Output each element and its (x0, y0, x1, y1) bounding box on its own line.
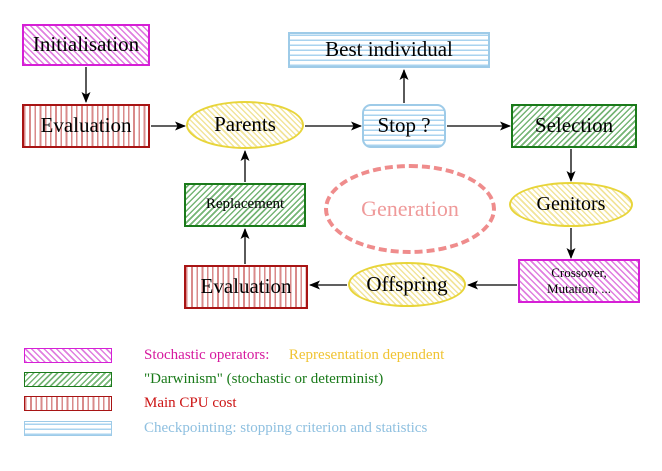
legend-swatch-blue-hatch (24, 420, 112, 436)
node-initialisation-label: Initialisation (32, 32, 140, 57)
legend-label-representation-dependent: Representation dependent (288, 346, 445, 363)
node-evaluation-top-label: Evaluation (40, 113, 132, 138)
legend-row-main-cpu-cost: Main CPU cost (24, 394, 237, 412)
node-genitors: Genitors (509, 182, 633, 227)
node-generation: Generation (324, 164, 496, 254)
legend-label-main-cpu-cost: Main CPU cost (144, 394, 237, 411)
legend-text-stochastic-operators: Stochastic operators: Representation dep… (144, 347, 444, 364)
node-genitors-label: Genitors (536, 193, 606, 216)
node-best-individual-label: Best individual (325, 37, 453, 62)
node-crossover-label-line1: Crossover, (551, 265, 607, 281)
node-crossover-label-line2: Mutation, ... (547, 281, 611, 296)
node-offspring: Offspring (348, 262, 466, 307)
node-initialisation: Initialisation (22, 24, 150, 66)
legend-row-stochastic-operators: Stochastic operators: Representation dep… (24, 346, 444, 364)
legend-swatch-red-hatch (24, 395, 112, 411)
node-crossover-mutation: Crossover, Mutation, ... (518, 259, 640, 303)
node-replacement: Replacement (184, 183, 306, 227)
node-selection-label: Selection (534, 113, 614, 138)
legend-swatch-green-hatch (24, 371, 112, 387)
node-evaluation-bottom-label: Evaluation (200, 274, 292, 299)
legend: Stochastic operators: Representation dep… (0, 340, 662, 471)
node-parents-label: Parents (214, 112, 276, 137)
node-stop-label: Stop ? (377, 113, 431, 138)
node-selection: Selection (511, 104, 637, 148)
node-evaluation-top: Evaluation (22, 104, 150, 148)
legend-swatch-magenta-hatch (24, 347, 112, 363)
node-parents: Parents (186, 101, 304, 149)
legend-label-darwinism: "Darwinism" (stochastic or determinist) (144, 370, 384, 387)
legend-row-checkpointing: Checkpointing: stopping criterion and st… (24, 419, 427, 437)
node-stop: Stop ? (362, 104, 446, 148)
node-best-individual: Best individual (288, 32, 490, 68)
node-generation-label: Generation (361, 195, 459, 221)
node-replacement-label: Replacement (205, 196, 285, 213)
legend-row-darwinism: "Darwinism" (stochastic or determinist) (24, 370, 383, 388)
legend-label-stochastic-operators: Stochastic operators: (144, 346, 270, 363)
connector-layer (81, 67, 576, 290)
legend-label-checkpointing: Checkpointing: stopping criterion and st… (144, 419, 428, 436)
node-evaluation-bottom: Evaluation (184, 265, 308, 309)
node-offspring-label: Offspring (366, 271, 448, 296)
